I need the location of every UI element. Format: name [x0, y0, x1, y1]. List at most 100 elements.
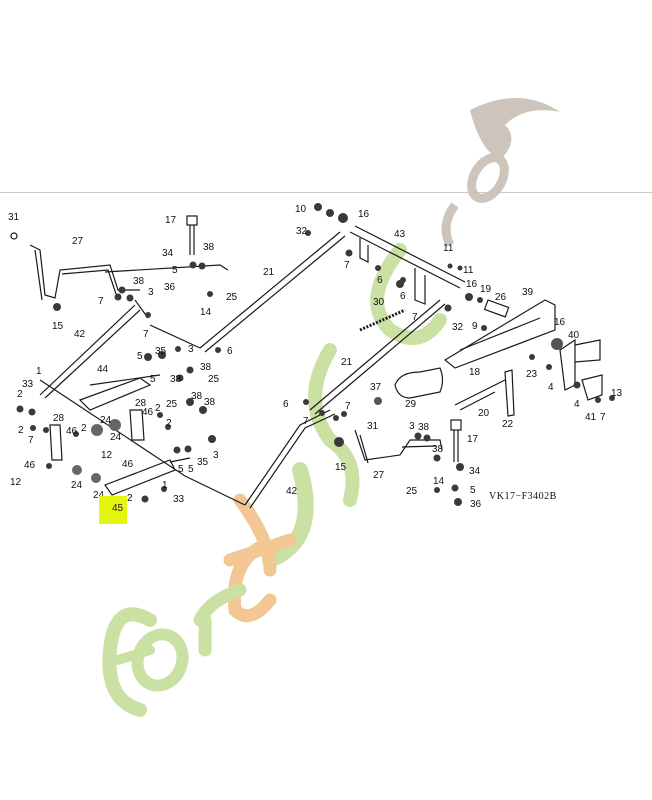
part-label-27[interactable]: 27: [373, 470, 385, 481]
part-label-16[interactable]: 16: [554, 317, 566, 328]
part-label-7[interactable]: 7: [600, 412, 606, 423]
part-label-7[interactable]: 7: [344, 260, 350, 271]
part-label-12[interactable]: 12: [10, 477, 22, 488]
part-label-1[interactable]: 1: [162, 480, 168, 491]
part-label-2[interactable]: 2: [155, 403, 161, 414]
part-label-31[interactable]: 31: [8, 212, 20, 223]
part-label-3[interactable]: 3: [148, 287, 154, 298]
part-label-44[interactable]: 44: [97, 364, 109, 375]
part-label-37[interactable]: 37: [370, 382, 382, 393]
part-label-46[interactable]: 46: [122, 459, 134, 470]
part-label-34[interactable]: 34: [162, 248, 174, 259]
part-label-24[interactable]: 24: [100, 415, 112, 426]
part-label-5[interactable]: 5: [188, 464, 194, 475]
part-label-21[interactable]: 21: [263, 267, 275, 278]
part-label-32[interactable]: 32: [296, 226, 308, 237]
part-label-5[interactable]: 5: [172, 265, 178, 276]
part-label-46[interactable]: 46: [142, 407, 154, 418]
part-label-36[interactable]: 36: [164, 282, 176, 293]
part-label-36[interactable]: 36: [470, 499, 482, 510]
part-label-3[interactable]: 3: [188, 344, 194, 355]
part-label-7[interactable]: 7: [345, 401, 351, 412]
part-label-42[interactable]: 42: [74, 329, 86, 340]
part-label-22[interactable]: 22: [502, 419, 514, 430]
part-label-16[interactable]: 16: [466, 279, 478, 290]
part-label-21[interactable]: 21: [341, 357, 353, 368]
part-label-4[interactable]: 4: [574, 399, 580, 410]
part-label-9[interactable]: 9: [472, 321, 478, 332]
part-label-38[interactable]: 38: [170, 374, 182, 385]
part-label-27[interactable]: 27: [72, 236, 84, 247]
part-label-41[interactable]: 41: [585, 412, 597, 423]
part-label-15[interactable]: 15: [335, 462, 347, 473]
part-label-17[interactable]: 17: [165, 215, 177, 226]
part-label-25[interactable]: 25: [166, 399, 178, 410]
part-label-4[interactable]: 4: [548, 382, 554, 393]
part-label-14[interactable]: 14: [200, 307, 212, 318]
part-label-40[interactable]: 40: [568, 330, 580, 341]
part-label-11[interactable]: 11: [443, 243, 454, 254]
part-label-5[interactable]: 5: [137, 351, 143, 362]
part-label-13[interactable]: 13: [611, 388, 623, 399]
part-label-25[interactable]: 25: [208, 374, 220, 385]
part-label-3[interactable]: 3: [409, 421, 415, 432]
part-label-14[interactable]: 14: [433, 476, 445, 487]
part-label-10[interactable]: 10: [295, 204, 307, 215]
part-label-11[interactable]: 11: [463, 265, 474, 276]
part-label-28[interactable]: 28: [53, 413, 65, 424]
part-label-32[interactable]: 32: [452, 322, 464, 333]
part-label-46[interactable]: 46: [24, 460, 36, 471]
part-label-29[interactable]: 29: [405, 399, 417, 410]
highlighted-part-45[interactable]: 45: [99, 496, 127, 524]
part-label-38[interactable]: 38: [200, 362, 212, 373]
part-label-33[interactable]: 33: [22, 379, 34, 390]
part-label-6[interactable]: 6: [377, 275, 383, 286]
part-label-26[interactable]: 26: [495, 292, 507, 303]
part-label-16[interactable]: 16: [358, 209, 370, 220]
part-label-38[interactable]: 38: [432, 444, 444, 455]
part-label-2[interactable]: 2: [17, 389, 23, 400]
part-label-17[interactable]: 17: [467, 434, 479, 445]
part-label-6[interactable]: 6: [227, 346, 233, 357]
part-label-5[interactable]: 5: [178, 464, 184, 475]
part-label-24[interactable]: 24: [110, 432, 122, 443]
part-label-5[interactable]: 5: [150, 374, 156, 385]
part-label-24[interactable]: 24: [71, 480, 83, 491]
part-label-34[interactable]: 34: [469, 466, 481, 477]
part-label-31[interactable]: 31: [367, 421, 379, 432]
part-label-43[interactable]: 43: [394, 229, 406, 240]
part-label-33[interactable]: 33: [173, 494, 185, 505]
part-label-19[interactable]: 19: [480, 284, 492, 295]
part-label-25[interactable]: 25: [226, 292, 238, 303]
part-label-23[interactable]: 23: [526, 369, 538, 380]
part-label-28[interactable]: 28: [135, 398, 147, 409]
part-label-7[interactable]: 7: [143, 329, 149, 340]
part-label-46[interactable]: 46: [66, 426, 78, 437]
part-label-6[interactable]: 6: [400, 291, 406, 302]
part-label-24[interactable]: 24: [93, 491, 104, 501]
part-label-5[interactable]: 5: [470, 485, 476, 496]
part-label-7[interactable]: 7: [28, 435, 34, 446]
part-label-12[interactable]: 12: [101, 450, 113, 461]
part-label-15[interactable]: 15: [52, 321, 64, 332]
part-label-2[interactable]: 2: [18, 425, 24, 436]
part-label-38[interactable]: 38: [203, 242, 215, 253]
part-label-39[interactable]: 39: [522, 287, 534, 298]
part-label-2[interactable]: 2: [166, 418, 172, 429]
part-label-38[interactable]: 38: [204, 397, 216, 408]
part-label-2[interactable]: 2: [81, 423, 87, 434]
part-label-6[interactable]: 6: [283, 399, 289, 410]
part-label-7[interactable]: 7: [412, 312, 418, 323]
part-label-35[interactable]: 35: [155, 346, 167, 357]
part-label-38[interactable]: 38: [191, 391, 203, 402]
part-label-42[interactable]: 42: [286, 486, 298, 497]
part-label-3[interactable]: 3: [213, 450, 219, 461]
part-label-38[interactable]: 38: [133, 276, 145, 287]
part-label-38[interactable]: 38: [418, 422, 430, 433]
part-label-35[interactable]: 35: [197, 457, 209, 468]
part-label-25[interactable]: 25: [406, 486, 418, 497]
part-label-2[interactable]: 2: [127, 493, 133, 504]
part-label-7[interactable]: 7: [303, 416, 309, 427]
part-label-7[interactable]: 7: [98, 296, 104, 307]
part-label-18[interactable]: 18: [469, 367, 481, 378]
